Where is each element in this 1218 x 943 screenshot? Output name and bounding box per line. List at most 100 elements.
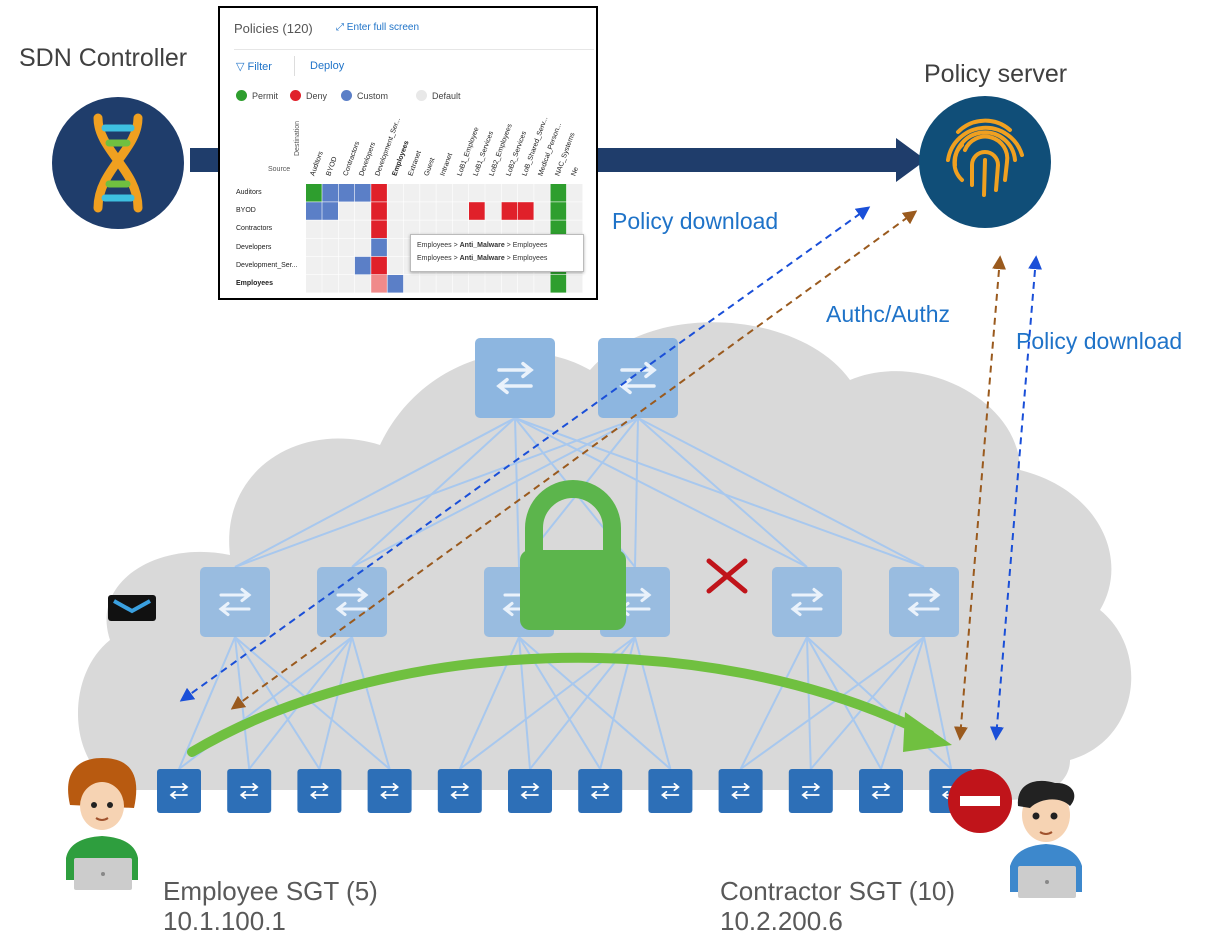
matrix-cell[interactable] xyxy=(322,256,338,275)
matrix-cell[interactable] xyxy=(452,202,469,220)
matrix-cell[interactable] xyxy=(566,184,583,202)
matrix-cell[interactable] xyxy=(550,202,567,220)
matrix-cell[interactable] xyxy=(306,275,322,293)
matrix-cell[interactable] xyxy=(403,220,420,238)
matrix-cell[interactable] xyxy=(354,184,371,202)
matrix-cell[interactable] xyxy=(550,275,567,293)
matrix-cell[interactable] xyxy=(436,275,453,293)
matrix-cell[interactable] xyxy=(354,220,371,238)
matrix-cell[interactable] xyxy=(420,275,436,293)
matrix-cell[interactable] xyxy=(485,275,501,293)
deploy-button[interactable]: Deploy xyxy=(310,60,345,72)
legend-label: Custom xyxy=(357,90,389,101)
matrix-cell[interactable] xyxy=(403,184,420,202)
matrix-cell[interactable] xyxy=(534,202,550,220)
matrix-cell[interactable] xyxy=(371,220,387,238)
matrix-cell[interactable] xyxy=(338,238,355,257)
matrix-cell[interactable] xyxy=(501,275,518,293)
authc-authz-label: Authc/Authz xyxy=(826,301,951,327)
matrix-cell[interactable] xyxy=(420,202,436,220)
matrix-cell[interactable] xyxy=(420,220,436,238)
matrix-cell[interactable] xyxy=(354,202,371,220)
matrix-cell[interactable] xyxy=(338,220,355,238)
matrix-cell[interactable] xyxy=(371,238,387,257)
legend-swatch xyxy=(341,90,352,101)
matrix-cell[interactable] xyxy=(338,184,355,202)
matrix-cell[interactable] xyxy=(566,202,583,220)
matrix-cell[interactable] xyxy=(354,256,371,275)
access-switch-icon xyxy=(508,769,552,813)
matrix-cell[interactable] xyxy=(566,275,583,293)
matrix-cell[interactable] xyxy=(534,184,550,202)
matrix-row-label: Contractors xyxy=(236,225,273,233)
matrix-cell[interactable] xyxy=(306,220,322,238)
matrix-cell[interactable] xyxy=(420,184,436,202)
matrix-cell[interactable] xyxy=(371,256,387,275)
legend-label: Default xyxy=(432,90,461,101)
matrix-cell[interactable] xyxy=(322,238,338,257)
matrix-cell[interactable] xyxy=(534,220,550,238)
matrix-cell[interactable] xyxy=(566,220,583,238)
fingerprint-icon xyxy=(919,96,1051,228)
no-entry-icon xyxy=(948,769,1012,833)
matrix-cell[interactable] xyxy=(469,275,485,293)
matrix-cell[interactable] xyxy=(452,220,469,238)
matrix-cell[interactable] xyxy=(354,275,371,293)
matrix-cell[interactable] xyxy=(452,184,469,202)
matrix-cell[interactable] xyxy=(469,202,485,220)
matrix-cell[interactable] xyxy=(306,238,322,257)
matrix-cell[interactable] xyxy=(371,184,387,202)
matrix-row-label: Employees xyxy=(236,280,273,287)
access-switch-icon xyxy=(367,769,412,813)
matrix-cell[interactable] xyxy=(387,220,404,238)
matrix-cell[interactable] xyxy=(485,202,501,220)
matrix-cell[interactable] xyxy=(354,238,371,257)
panel-divider xyxy=(234,49,594,50)
matrix-cell[interactable] xyxy=(517,220,534,238)
sdn-controller-label: SDN Controller xyxy=(19,44,188,72)
matrix-cell[interactable] xyxy=(322,202,338,220)
matrix-cell[interactable] xyxy=(387,184,404,202)
matrix-cell[interactable] xyxy=(371,275,387,293)
matrix-cell[interactable] xyxy=(338,256,355,275)
matrix-cell[interactable] xyxy=(387,238,404,257)
matrix-cell[interactable] xyxy=(501,202,518,220)
matrix-cell[interactable] xyxy=(322,220,338,238)
matrix-cell[interactable] xyxy=(550,220,567,238)
matrix-cell[interactable] xyxy=(534,275,550,293)
matrix-cell[interactable] xyxy=(403,275,420,293)
filter-button[interactable]: ▽ Filter xyxy=(236,60,272,73)
matrix-cell[interactable] xyxy=(501,220,518,238)
matrix-cell[interactable] xyxy=(306,202,322,220)
matrix-cell[interactable] xyxy=(517,275,534,293)
matrix-cell[interactable] xyxy=(322,184,338,202)
matrix-cell[interactable] xyxy=(387,202,404,220)
matrix-cell[interactable] xyxy=(387,275,404,293)
matrix-cell[interactable] xyxy=(485,220,501,238)
matrix-cell[interactable] xyxy=(338,202,355,220)
matrix-row-label: BYOD xyxy=(236,207,256,215)
matrix-cell[interactable] xyxy=(436,184,453,202)
matrix-cell[interactable] xyxy=(306,256,322,275)
matrix-cell[interactable] xyxy=(517,202,534,220)
controller-to-server-arrowhead xyxy=(896,138,926,182)
matrix-cell[interactable] xyxy=(338,275,355,293)
matrix-cell[interactable] xyxy=(403,202,420,220)
enter-full-screen-link[interactable]: ⤢ Enter full screen xyxy=(336,22,419,33)
matrix-cell[interactable] xyxy=(436,220,453,238)
matrix-cell[interactable] xyxy=(485,184,501,202)
matrix-cell[interactable] xyxy=(517,184,534,202)
matrix-cell[interactable] xyxy=(371,202,387,220)
matrix-cell[interactable] xyxy=(469,220,485,238)
tooltip-line-1: Employees > Anti_Malware > Employees xyxy=(417,242,548,249)
matrix-cell[interactable] xyxy=(550,184,567,202)
matrix-cell[interactable] xyxy=(436,202,453,220)
matrix-cell[interactable] xyxy=(452,275,469,293)
matrix-cell[interactable] xyxy=(501,184,518,202)
matrix-cell[interactable] xyxy=(322,275,338,293)
matrix-cell[interactable] xyxy=(306,184,322,202)
policy-download-label: Policy download xyxy=(612,208,779,234)
matrix-cell[interactable] xyxy=(387,256,404,275)
matrix-cell[interactable] xyxy=(469,184,485,202)
traffic-flow-arrowhead xyxy=(903,712,952,752)
